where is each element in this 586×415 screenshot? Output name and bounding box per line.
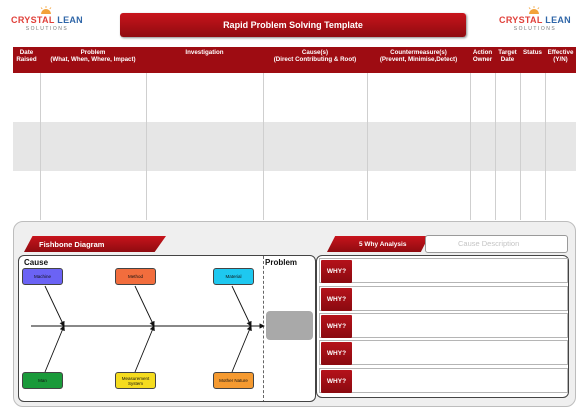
column-divider — [146, 73, 147, 220]
cause-description-input[interactable]: Cause Description — [425, 235, 568, 253]
bone-material — [231, 285, 252, 327]
why-answer-field[interactable] — [354, 287, 567, 310]
column-divider — [40, 73, 41, 220]
problem-label: Problem — [265, 258, 298, 267]
category-machine[interactable]: Machine — [22, 268, 63, 285]
fishbone-diagram-tab: Fishbone Diagram — [24, 236, 166, 252]
bone-measurement — [134, 325, 155, 373]
fishbone-lines — [31, 285, 265, 373]
column-divider — [470, 73, 471, 220]
problem-head-box[interactable] — [266, 311, 313, 340]
bone-method — [134, 285, 155, 327]
bone-machine — [44, 285, 65, 327]
why-row: WHY? — [319, 313, 568, 338]
logo-word-2: LEAN — [545, 15, 571, 25]
five-why-analysis-tab: 5 Why Analysis — [327, 236, 429, 252]
col-status: Status — [523, 49, 542, 56]
column-divider — [263, 73, 264, 220]
why-answer-field[interactable] — [354, 369, 567, 392]
col-effective: Effective(Y/N) — [547, 49, 574, 63]
logo-word-1: CRYSTAL — [499, 15, 543, 25]
fishbone-diagram: Cause Problem Machine Method Material Ma… — [18, 255, 316, 402]
why-row: WHY? — [319, 340, 568, 365]
bone-mother-nature — [231, 325, 252, 373]
why-answer-field[interactable] — [354, 259, 567, 282]
why-answer-field[interactable] — [354, 314, 567, 337]
why-row: WHY? — [319, 368, 568, 393]
cause-label: Cause — [24, 258, 49, 267]
column-divider — [520, 73, 521, 220]
crystal-lean-logo-right: CRYSTAL LEAN SOLUTIONS — [498, 6, 572, 36]
table-row[interactable] — [13, 73, 576, 122]
why-badge: WHY? — [321, 260, 352, 283]
why-row: WHY? — [319, 286, 568, 311]
bone-man — [44, 325, 65, 373]
logo-word-1: CRYSTAL — [11, 15, 55, 25]
column-divider — [545, 73, 546, 220]
table-row[interactable] — [13, 122, 576, 171]
col-investigation: Investigation — [185, 49, 224, 56]
logo-tagline: SOLUTIONS — [25, 26, 69, 32]
crystal-lean-logo-left: CRYSTAL LEAN SOLUTIONS — [10, 6, 84, 36]
col-problem: Problem(What, When, Where, Impact) — [50, 49, 136, 63]
why-badge: WHY? — [321, 315, 352, 338]
col-causes: Cause(s)(Direct Contributing & Root) — [273, 49, 357, 63]
page-title: Rapid Problem Solving Template — [120, 13, 466, 37]
column-divider — [367, 73, 368, 220]
logo-tagline: SOLUTIONS — [513, 26, 557, 32]
column-divider — [495, 73, 496, 220]
why-row: WHY? — [319, 258, 568, 283]
category-method[interactable]: Method — [115, 268, 156, 285]
category-material[interactable]: Material — [213, 268, 254, 285]
sun-logo-icon — [528, 6, 540, 14]
why-badge: WHY? — [321, 288, 352, 311]
table-row[interactable] — [13, 171, 576, 220]
why-badge: WHY? — [321, 342, 352, 365]
category-mother-nature[interactable]: Mother Nature — [213, 372, 254, 389]
category-man[interactable]: Man — [22, 372, 63, 389]
why-answer-field[interactable] — [354, 341, 567, 364]
five-why-panel: WHY? WHY? WHY? WHY? WHY? — [316, 255, 569, 398]
logo-word-2: LEAN — [57, 15, 83, 25]
why-badge: WHY? — [321, 370, 352, 393]
col-countermeasures: Countermeasure(s)(Prevent, Minimise,Dete… — [379, 49, 458, 63]
category-measurement-system[interactable]: Measurement System — [115, 372, 156, 389]
sun-logo-icon — [40, 6, 52, 14]
